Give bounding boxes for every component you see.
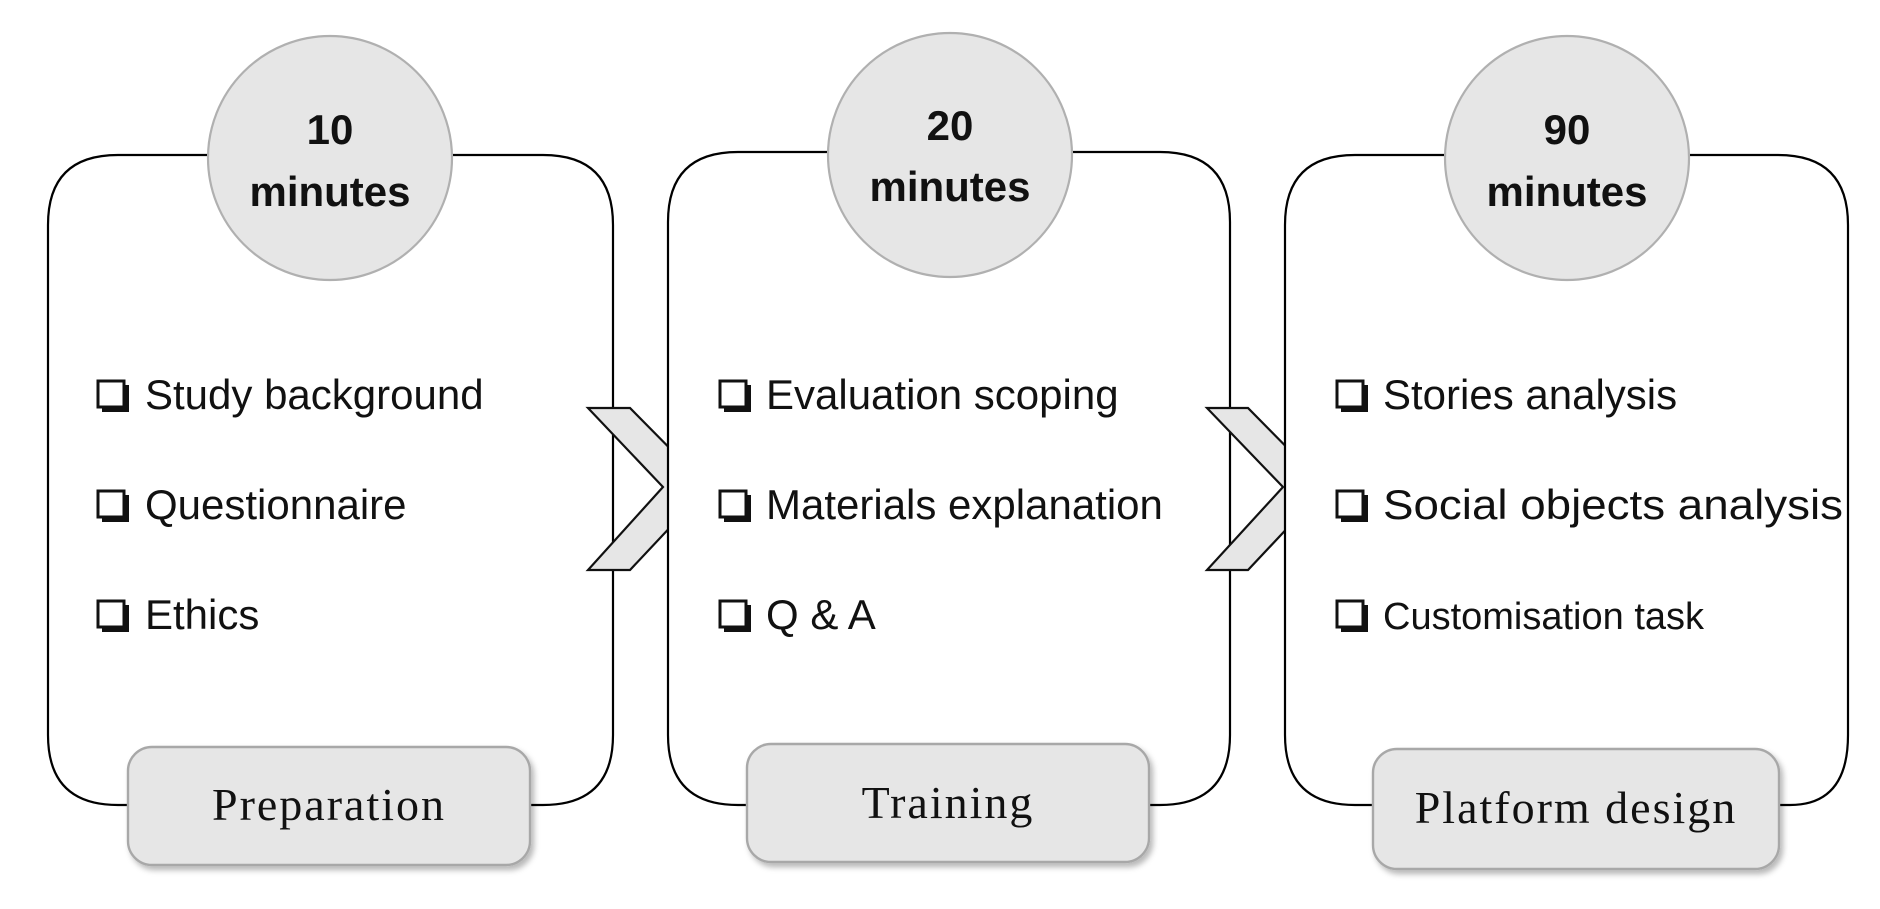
stage-label-text: Preparation bbox=[212, 779, 446, 830]
checklist-item-label: Customisation task bbox=[1383, 596, 1705, 638]
stage-label-text: Training bbox=[862, 777, 1035, 828]
checklist-item-label: Questionnaire bbox=[145, 481, 407, 528]
checklist-item: Customisation task bbox=[1335, 596, 1705, 638]
stage-label: Preparation bbox=[126, 745, 532, 867]
duration-unit: minutes bbox=[1486, 168, 1647, 215]
checklist-item-label: Materials explanation bbox=[766, 481, 1163, 528]
checklist-item: Materials explanation bbox=[718, 481, 1163, 528]
stage-panel-outline bbox=[666, 150, 1232, 807]
stage-training: 20 minutes Evaluation scoping Materials … bbox=[666, 31, 1232, 864]
checklist-item-label: Evaluation scoping bbox=[766, 371, 1119, 418]
stage-label: Platform design bbox=[1371, 747, 1781, 871]
stage-panel-outline bbox=[46, 153, 615, 807]
duration-value: 20 bbox=[927, 102, 974, 149]
checklist-item: Ethics bbox=[96, 591, 259, 638]
duration-value: 90 bbox=[1544, 106, 1591, 153]
checklist-item-label: Stories analysis bbox=[1383, 371, 1677, 418]
checkbox-icon bbox=[96, 489, 129, 522]
duration-circle bbox=[826, 31, 1074, 279]
duration-value: 10 bbox=[307, 106, 354, 153]
stage-label-text: Platform design bbox=[1415, 782, 1738, 833]
duration-circle bbox=[206, 34, 454, 282]
checkbox-icon bbox=[718, 489, 751, 522]
stage-panel-outline bbox=[1283, 153, 1850, 807]
duration-unit: minutes bbox=[249, 168, 410, 215]
duration-unit: minutes bbox=[869, 163, 1030, 210]
duration-circle bbox=[1443, 34, 1691, 282]
checklist-item: Study background bbox=[96, 371, 484, 418]
checklist-item-label: Q & A bbox=[766, 591, 876, 638]
checkbox-icon bbox=[96, 379, 129, 412]
checkbox-icon bbox=[1335, 599, 1368, 632]
checklist: Evaluation scoping Materials explanation… bbox=[718, 371, 1163, 638]
checkbox-icon bbox=[1335, 379, 1368, 412]
checklist-item-label: Social objects analysis bbox=[1383, 481, 1843, 528]
checklist-item: Evaluation scoping bbox=[718, 371, 1119, 418]
checkbox-icon bbox=[718, 599, 751, 632]
checklist-item-label: Ethics bbox=[145, 591, 259, 638]
stage-label-box bbox=[126, 745, 532, 867]
checklist: Study background Questionnaire Ethics bbox=[96, 371, 484, 638]
stage-preparation: 10 minutes Study background Questionnair… bbox=[46, 34, 615, 867]
checkbox-icon bbox=[96, 599, 129, 632]
checklist-item: Questionnaire bbox=[96, 481, 407, 528]
stage-platform-design: 90 minutes Stories analysis Social objec… bbox=[1283, 34, 1850, 871]
checklist-item-label: Study background bbox=[145, 371, 484, 418]
checklist-item: Q & A bbox=[718, 591, 876, 638]
checklist: Stories analysis Social objects analysis… bbox=[1335, 371, 1843, 638]
checkbox-icon bbox=[718, 379, 751, 412]
stage-label: Training bbox=[745, 742, 1151, 864]
checklist-item: Social objects analysis bbox=[1335, 481, 1843, 528]
checklist-item: Stories analysis bbox=[1335, 371, 1677, 418]
stage-label-box bbox=[745, 742, 1151, 864]
checkbox-icon bbox=[1335, 489, 1368, 522]
stage-label-box bbox=[1371, 747, 1781, 871]
